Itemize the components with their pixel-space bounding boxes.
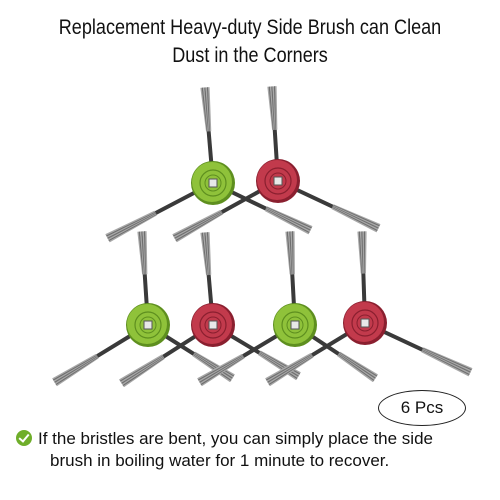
side-brush-green-bottom-2 xyxy=(197,231,378,387)
side-brush-green-bottom-1 xyxy=(52,231,235,387)
bristle-tuft xyxy=(285,231,295,275)
hub-socket-icon xyxy=(208,320,218,330)
check-circle-icon xyxy=(16,430,32,446)
quantity-badge-label: 6 Pcs xyxy=(400,398,444,417)
hub-socket-icon xyxy=(143,320,153,330)
bristle-tuft xyxy=(331,204,381,233)
side-brush-red-top xyxy=(172,86,381,243)
bristle-tuft xyxy=(200,231,212,276)
side-brush-red-bottom-2 xyxy=(265,231,473,387)
bristle-tuft xyxy=(337,351,378,382)
tip-line-2: brush in boiling water for 1 minute to r… xyxy=(50,451,390,470)
hub-socket-icon xyxy=(273,176,283,186)
bristle-tuft xyxy=(119,354,165,387)
side-brush-illustration xyxy=(52,86,473,387)
bristle-tuft xyxy=(105,210,157,243)
bristle-tuft xyxy=(172,209,223,243)
bristle-tuft xyxy=(192,351,235,382)
quantity-badge: 6 Pcs xyxy=(378,390,466,426)
title-line-1: Replacement Heavy-duty Side Brush can Cl… xyxy=(58,16,442,39)
hub-socket-icon xyxy=(208,178,218,188)
hub-socket-icon xyxy=(360,318,370,328)
hub-socket-icon xyxy=(290,320,300,330)
title-line-2: Dust in the Corners xyxy=(172,44,328,67)
bristle-tuft xyxy=(357,231,367,274)
side-brush-green-top xyxy=(105,86,313,243)
bristle-tuft xyxy=(197,353,245,387)
care-tip: If the bristles are bent, you can simply… xyxy=(16,428,496,472)
tip-line-1: If the bristles are bent, you can simply… xyxy=(38,429,433,448)
bristle-tuft xyxy=(200,86,212,132)
bristle-tuft xyxy=(52,353,99,387)
bristle-tuft xyxy=(137,231,148,275)
product-title: Replacement Heavy-duty Side Brush can Cl… xyxy=(35,14,465,70)
bristle-tuft xyxy=(421,347,473,377)
bristle-tuft xyxy=(267,86,278,131)
bristle-tuft xyxy=(265,353,314,387)
side-brush-red-bottom-1 xyxy=(119,231,301,387)
bristle-tuft xyxy=(264,206,313,235)
